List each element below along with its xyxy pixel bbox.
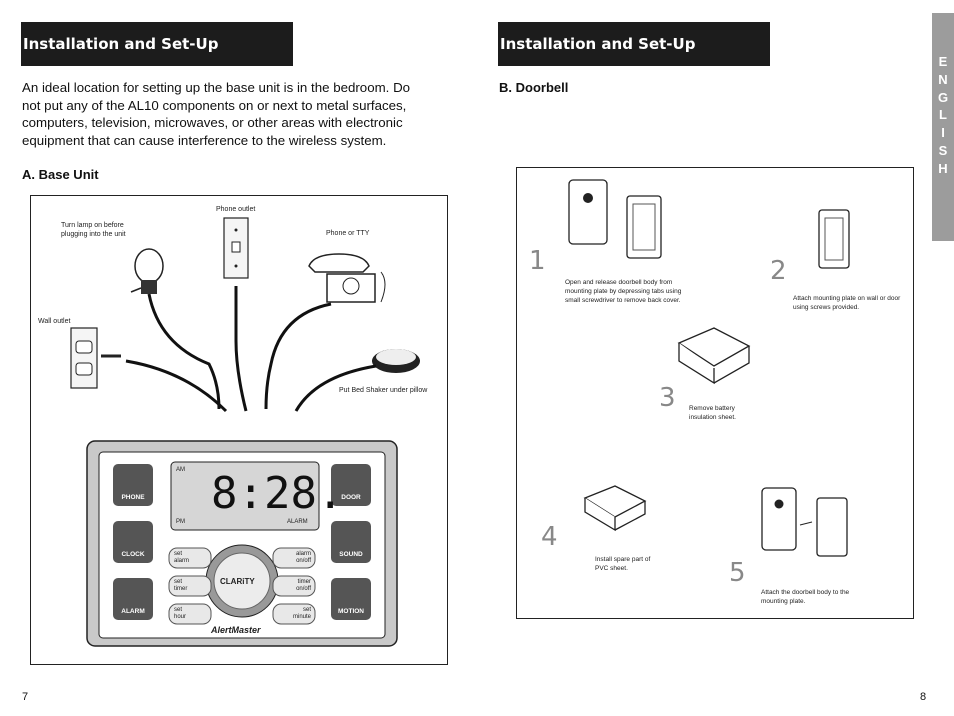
pm-indicator: PM	[176, 519, 185, 525]
alarm-indicator: ALARM	[287, 519, 308, 525]
step-3-illustration	[677, 327, 751, 385]
label-lamp: Turn lamp on before plugging into the un…	[61, 222, 126, 238]
label-wall-outlet: Wall outlet	[38, 318, 71, 325]
step-number-2: 2	[770, 256, 787, 286]
doorbell-illustration	[568, 179, 850, 557]
model-name: AlertMaster	[211, 625, 261, 635]
tab-letter: H	[938, 160, 948, 176]
page-number-right: 8	[920, 691, 927, 703]
step-text-2: Attach mounting plate on wall or door us…	[793, 295, 901, 311]
label-bed-shaker: Put Bed Shaker under pillow	[339, 387, 428, 394]
step-4-illustration	[583, 485, 647, 532]
step-number-5: 5	[729, 558, 746, 588]
tab-letter: L	[939, 107, 947, 123]
label-phone-tty: Phone or TTY	[326, 230, 370, 237]
tab-letter: G	[937, 89, 949, 105]
language-tab: E N G L I S H	[932, 13, 954, 241]
intro-paragraph: An ideal location for setting up the bas…	[22, 80, 411, 148]
label-phone-outlet: Phone outlet	[216, 206, 256, 213]
base-unit-figure: Turn lamp on before plugging into the un…	[30, 195, 448, 665]
lamp-bulb-icon	[130, 248, 164, 294]
wall-outlet-icon	[70, 327, 121, 389]
alarm-button[interactable]: ALARM	[121, 608, 145, 615]
base-unit-illustration	[70, 217, 420, 647]
step-text-1: Open and release doorbell body from moun…	[565, 279, 682, 304]
tab-letter: S	[938, 142, 948, 158]
left-page-header: Installation and Set-Up	[21, 22, 293, 66]
sound-button[interactable]: SOUND	[339, 551, 363, 558]
telephone-icon	[308, 253, 386, 303]
section-title-base-unit: A. Base Unit	[22, 167, 99, 182]
step-1-illustration	[568, 179, 662, 259]
step-number-3: 3	[659, 383, 676, 413]
step-text-4: Install spare part of PVC sheet.	[595, 556, 651, 572]
step-text-5: Attach the doorbell body to the mounting…	[761, 589, 850, 605]
am-indicator: AM	[176, 467, 185, 473]
phone-outlet-icon	[223, 217, 249, 279]
clock-button[interactable]: CLOCK	[121, 551, 145, 558]
motion-button[interactable]: MOTION	[338, 608, 364, 615]
bed-shaker-icon	[372, 349, 420, 373]
step-text-3: Remove battery insulation sheet.	[689, 405, 736, 421]
step-number-1: 1	[529, 246, 546, 276]
clock-display: 8:28.	[211, 468, 344, 519]
cables	[125, 286, 377, 413]
brand-logo: CLARiTY	[220, 577, 255, 586]
tab-letter: I	[941, 125, 945, 141]
step-5-illustration	[761, 487, 848, 557]
tab-letter: E	[938, 54, 948, 69]
doorbell-figure: 1 Open and release doorbell body from mo…	[516, 167, 914, 619]
alertmaster-device	[86, 440, 398, 647]
step-number-4: 4	[541, 522, 558, 552]
step-2-illustration	[818, 209, 850, 269]
right-page-header: Installation and Set-Up	[498, 22, 770, 66]
page-number-left: 7	[22, 691, 29, 703]
door-button[interactable]: DOOR	[341, 494, 361, 501]
tab-letter: N	[938, 71, 948, 87]
section-title-doorbell: B. Doorbell	[499, 80, 569, 95]
phone-button[interactable]: PHONE	[121, 494, 145, 501]
